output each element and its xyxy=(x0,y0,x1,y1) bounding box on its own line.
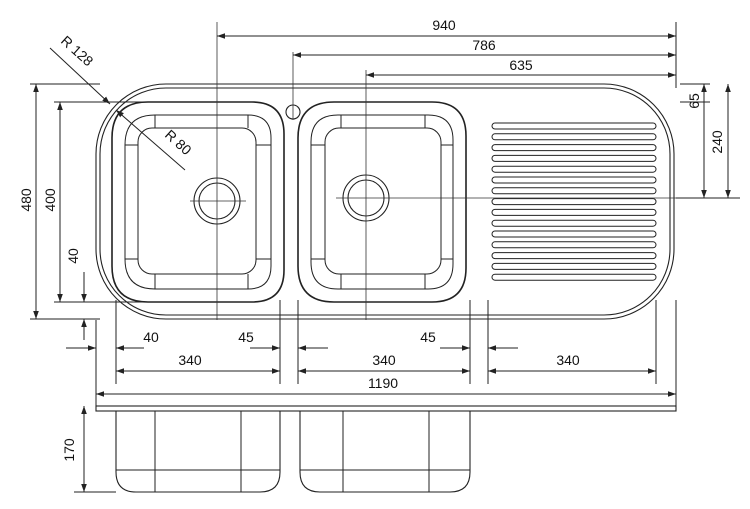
drainer-rib xyxy=(491,273,657,281)
dim-45-right: 45 xyxy=(420,329,436,345)
drainer-ribs xyxy=(491,122,657,281)
dim-r128: R 128 xyxy=(58,32,97,69)
dim-340-left: 340 xyxy=(178,352,202,368)
sink-side-view xyxy=(95,405,677,493)
dim-480: 480 xyxy=(18,188,34,212)
sink-top-view xyxy=(95,22,740,320)
right-bowl xyxy=(297,101,467,303)
drainer-rib xyxy=(491,252,657,260)
dim-r80: R 80 xyxy=(162,126,195,158)
drainer-rib xyxy=(491,262,657,270)
dim-240: 240 xyxy=(709,130,725,154)
drainer-rib xyxy=(491,187,657,195)
dim-635: 635 xyxy=(509,57,533,73)
drainer-rib xyxy=(491,154,657,162)
side-view-left-bowl xyxy=(115,411,281,493)
dim-786: 786 xyxy=(472,37,496,53)
dim-940: 940 xyxy=(432,17,456,33)
drainer-rib xyxy=(491,176,657,184)
drainer-rib xyxy=(491,144,657,152)
drainer-rib xyxy=(491,230,657,238)
sink-outer-rim xyxy=(95,83,675,320)
drainer-rib xyxy=(491,219,657,227)
dim-340-middle: 340 xyxy=(372,352,396,368)
left-bowl xyxy=(111,101,285,303)
side-view-right-bowl xyxy=(299,411,471,493)
dim-45-left: 45 xyxy=(238,329,254,345)
dim-400: 400 xyxy=(42,188,58,212)
drainer-rib xyxy=(491,208,657,216)
drainer-rib xyxy=(491,198,657,206)
sink-inner-rim xyxy=(99,87,671,316)
dim-40-left: 40 xyxy=(65,248,81,264)
drainer-rib xyxy=(491,165,657,173)
dim-65: 65 xyxy=(686,93,702,109)
drainer-rib xyxy=(491,241,657,249)
dim-340-drainer: 340 xyxy=(556,352,580,368)
dimension-lines xyxy=(30,22,740,493)
drainer-rib xyxy=(491,122,657,130)
dim-1190: 1190 xyxy=(368,375,398,391)
drainer-rib xyxy=(491,133,657,141)
side-view-top-plate xyxy=(95,405,677,412)
dim-40-bottom: 40 xyxy=(143,329,159,345)
dim-170: 170 xyxy=(61,438,77,462)
